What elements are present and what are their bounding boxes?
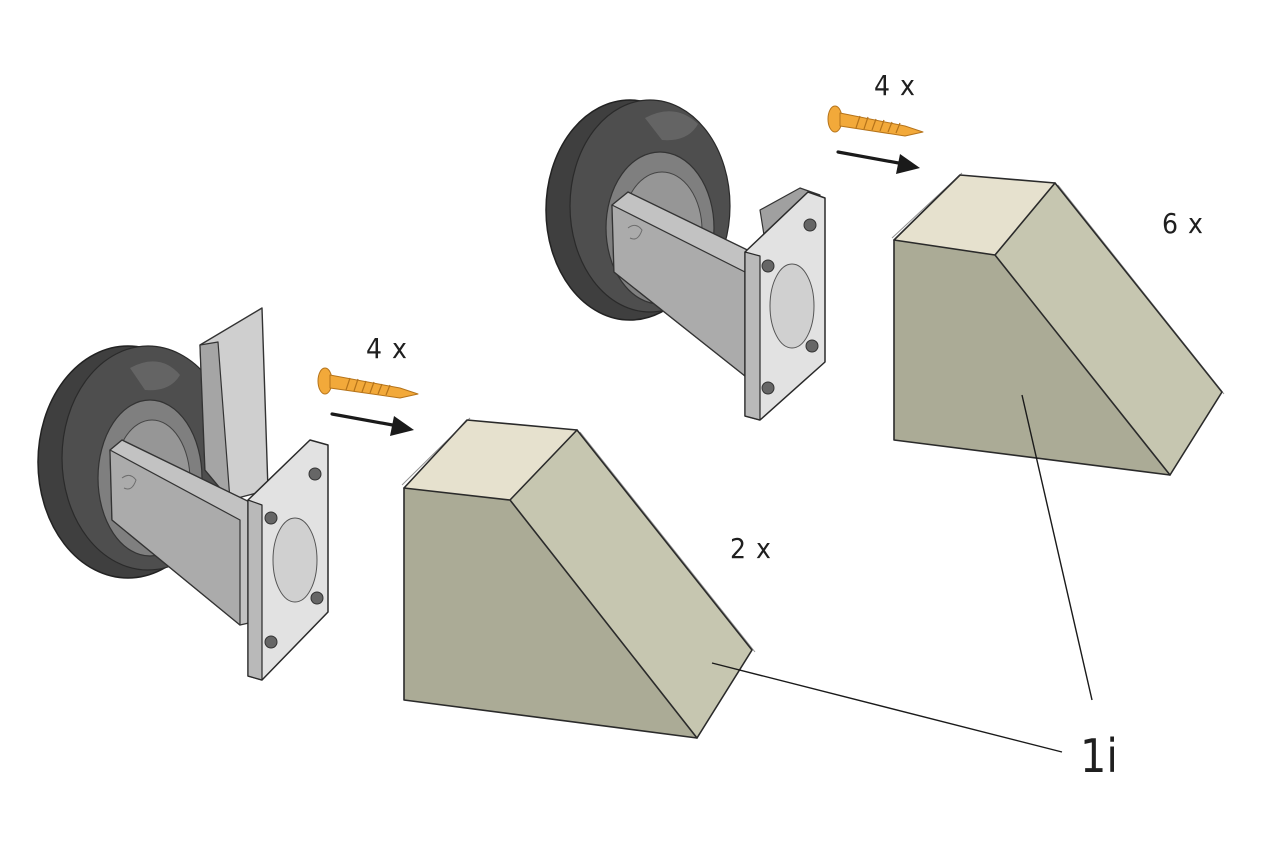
arrow-left-icon <box>330 412 414 436</box>
qty-blocks-right-label: 6 x <box>1162 207 1204 240</box>
qty-blocks-left-label: 2 x <box>730 532 772 565</box>
qty-screws-left-label: 4 x <box>366 332 408 365</box>
block-right-icon <box>891 172 1225 476</box>
qty-screws-right-label: 4 x <box>874 69 916 102</box>
screw-right-icon <box>827 105 924 137</box>
leader-lines <box>711 394 1093 753</box>
arrow-right-icon <box>836 150 920 174</box>
part-id-label: 1i <box>1080 729 1118 783</box>
caster-right <box>545 99 826 421</box>
screw-left-icon <box>317 367 419 399</box>
block-left-icon <box>401 417 756 739</box>
caster-left <box>37 307 329 681</box>
